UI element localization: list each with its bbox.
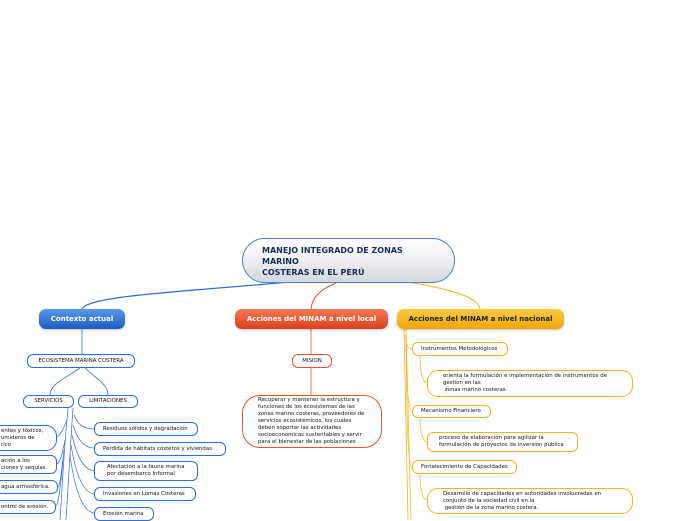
link-limitaciones-item2	[72, 424, 95, 449]
topic-acciones-local[interactable]: Acciones del MINAM a nivel local	[235, 309, 388, 329]
link-limitaciones-item1	[73, 414, 95, 430]
link-limitaciones-items	[65, 407, 74, 520]
link-fortalecimiento-detail	[419, 473, 428, 501]
link-nacional-instrumentos	[404, 334, 413, 350]
link-limitaciones-item4	[70, 444, 95, 495]
instrumentos-node[interactable]: Instrumentos Metodológicos	[412, 342, 508, 356]
link-ecosistema-limitaciones	[84, 367, 109, 396]
link-nacional-fortalecimiento	[405, 344, 413, 468]
servicio-item-2[interactable]: ación a los ciones y sequías.	[0, 455, 57, 474]
mision-text-line4: servicios ecosistémicos, los cuales	[258, 418, 352, 424]
mision-text-line7: para el bienestar de las poblaciones	[258, 439, 356, 445]
limitaciones-node[interactable]: LIMITACIONES	[78, 395, 138, 408]
link-limitaciones-item5	[69, 454, 95, 514]
mision-text-line2: funciones de los ecosistemas de las	[258, 404, 355, 410]
servicio-item-1-line3: rico	[1, 441, 11, 448]
instrumentos-detail-line2: gestión en las	[443, 380, 481, 386]
link-servicios-item1	[56, 419, 68, 438]
root-title-line2: MARINO	[262, 257, 299, 266]
mecanismo-detail-line2: formulación de proyectos de inversión pú…	[439, 442, 564, 448]
link-root-contexto	[81, 281, 291, 311]
servicio-item-3-line1: agua atmosférica.	[1, 483, 50, 490]
servicio-item-1-line1: entes y tóxicos,	[1, 427, 44, 434]
link-servicios-item2	[56, 439, 66, 465]
instrumentos-detail-line3: zonas marino costeras.	[443, 387, 508, 393]
fortalecimiento-detail-line1: Desarrollo de capacidades en autoridades…	[443, 490, 602, 497]
limitacion-item-1-line1: Residuos sólidos y degradación	[103, 425, 188, 432]
servicio-item-4[interactable]: ontrol de erosión.	[0, 500, 56, 514]
fortalecimiento-detail-line2: conjunto de la sociedad civil en la	[443, 497, 535, 504]
mision-text-line1: Recuperar y mantener la estructura y	[258, 397, 360, 403]
link-instrumentos-detail	[419, 355, 428, 384]
servicio-item-1-line2: umideros de	[1, 434, 35, 441]
limitacion-item-3-line2: por desembarco informal	[107, 471, 175, 477]
limitacion-item-4[interactable]: Invasiones en Lomas Costeras	[94, 487, 196, 501]
limitacion-item-4-line1: Invasiones en Lomas Costeras	[103, 490, 185, 497]
link-root-local	[310, 282, 337, 311]
limitacion-item-5-line1: Erosión marina	[103, 510, 144, 517]
limitaciones-label: LIMITACIONES	[89, 398, 127, 404]
servicio-item-4-line1: ontrol de erosión.	[1, 503, 49, 510]
mecanismo-detail-node[interactable]: proceso de elaboración para agilizar la …	[427, 432, 578, 452]
mision-text-line5: deben soportar las actividades	[258, 425, 342, 431]
link-servicios-item4	[55, 459, 64, 507]
instrumentos-detail-line1: orienta la formulación e implementación …	[443, 373, 607, 379]
fortalecimiento-detail-node[interactable]: Desarrollo de capacidades en autoridades…	[427, 488, 633, 514]
topic-local-label: Acciones del MINAM a nivel local	[246, 315, 377, 323]
topic-contexto-label: Contexto actual	[50, 315, 114, 323]
limitacion-item-3[interactable]: Afectación a la fauna marina por desemba…	[94, 461, 198, 481]
limitacion-item-1[interactable]: Residuos sólidos y degradación	[94, 422, 198, 436]
servicios-node[interactable]: SERVICIOS	[23, 395, 74, 408]
instrumentos-detail-node[interactable]: orienta la formulación e implementación …	[427, 370, 633, 397]
topic-nacional-label: Acciones del MINAM a nivel nacional	[408, 315, 553, 323]
link-nacional-trunk	[403, 327, 409, 520]
topic-acciones-nacional[interactable]: Acciones del MINAM a nivel nacional	[397, 309, 564, 329]
root-title-line1: MANEJO INTEGRADO DE ZONAS	[262, 246, 403, 255]
fortalecimiento-node[interactable]: Fortalecimiento de Capacidades	[412, 460, 517, 474]
servicio-item-2-line1: ación a los	[1, 457, 30, 464]
fortalecimiento-label: Fortalecimiento de Capacidades	[421, 463, 508, 470]
link-nacional-trunk2	[405, 327, 412, 520]
mision-text-node[interactable]: Recuperar y mantener la estructura y fun…	[242, 395, 382, 448]
limitacion-item-2[interactable]: Pérdida de hábitats costeros y viviendas…	[94, 442, 226, 456]
ecosistema-node[interactable]: ECOSISTEMA MARINA COSTERA	[27, 354, 135, 368]
mision-text-line6: socioeconómicas sustentables y servir	[258, 432, 362, 438]
root-topic[interactable]: MANEJO INTEGRADO DE ZONAS MARINO COSTERA…	[242, 238, 455, 283]
mision-label: MISION	[302, 357, 322, 364]
link-servicios-item3	[57, 449, 65, 488]
servicio-item-1[interactable]: entes y tóxicos, umideros de rico	[0, 425, 57, 451]
link-mecanismo-detail	[419, 417, 428, 443]
link-root-nacional	[407, 281, 481, 311]
mision-text-line3: zonas marino costeras, proveedores de	[258, 411, 365, 417]
mecanismo-detail-line1: proceso de elaboración para agilizar la	[439, 435, 544, 441]
mecanismo-node[interactable]: Mecanismo Financiero	[412, 405, 491, 418]
servicio-item-2-line2: ciones y sequías.	[1, 464, 48, 471]
mision-node[interactable]: MISION	[292, 354, 332, 368]
link-ecosistema-servicios	[49, 367, 81, 396]
servicios-label: SERVICIOS	[34, 398, 63, 404]
servicio-item-3[interactable]: agua atmosférica.	[0, 480, 58, 494]
mecanismo-label: Mecanismo Financiero	[421, 408, 481, 414]
fortalecimiento-detail-line3: gestión de la zona marino costera.	[443, 504, 539, 511]
ecosistema-label: ECOSISTEMA MARINA COSTERA	[38, 357, 124, 364]
instrumentos-label: Instrumentos Metodológicos	[421, 345, 498, 352]
limitacion-item-2-line1: Pérdida de hábitats costeros y viviendas…	[103, 445, 214, 452]
root-title-line3: COSTERAS EN EL PERÚ	[262, 268, 365, 277]
link-limitaciones-item3	[71, 434, 95, 472]
limitacion-item-3-line1: Afectación a la fauna marina	[107, 464, 185, 470]
limitacion-item-5[interactable]: Erosión marina	[94, 507, 154, 521]
topic-contexto-actual[interactable]: Contexto actual	[39, 309, 125, 329]
